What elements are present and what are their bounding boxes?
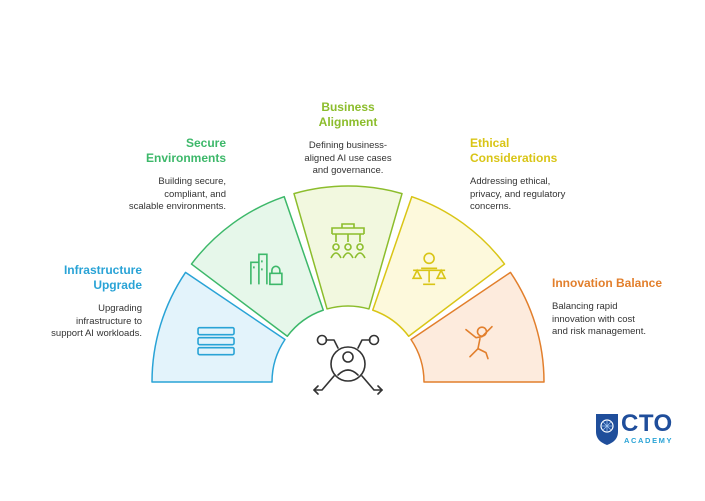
secure-title: Secure Environments <box>145 136 226 165</box>
business-description: Defining business- aligned AI use cases … <box>304 140 392 176</box>
brain-shield-icon <box>596 414 618 445</box>
innovation-label: Innovation Balance Balancing rapid innov… <box>552 276 682 339</box>
server-stack-icon <box>197 326 235 356</box>
scales-person-icon <box>411 252 447 286</box>
infrastructure-description: Upgrading infrastructure to support AI w… <box>51 303 142 339</box>
logo-subtext: ACADEMY <box>624 436 674 445</box>
innovation-segment <box>410 271 545 383</box>
logo-text: CTO <box>621 410 673 437</box>
ethical-title: Ethical Considerations <box>470 136 558 165</box>
ethical-segment <box>371 195 506 338</box>
infrastructure-label: Infrastructure Upgrade Upgrading infrast… <box>30 263 142 341</box>
innovation-description: Balancing rapid innovation with cost and… <box>552 301 646 337</box>
ethical-label: Ethical Considerations Addressing ethica… <box>470 136 596 214</box>
business-title: Business Alignment <box>318 100 378 129</box>
team-hierarchy-icon <box>330 223 366 259</box>
secure-buildings-icon <box>250 253 283 286</box>
balancing-person-icon <box>465 325 493 360</box>
secure-label: Secure Environments Building secure, com… <box>100 136 226 214</box>
business-segment <box>293 185 403 310</box>
infrastructure-title: Infrastructure Upgrade <box>63 263 142 292</box>
secure-description: Building secure, compliant, and scalable… <box>128 176 226 212</box>
secure-segment <box>190 195 325 338</box>
cto-academy-logo: CTO ACADEMY <box>594 410 694 448</box>
ethical-description: Addressing ethical, privacy, and regulat… <box>470 176 566 212</box>
innovation-title: Innovation Balance <box>552 276 663 290</box>
person-network-arrows-icon <box>313 334 383 395</box>
business-label: Business Alignment Defining business- al… <box>288 100 408 178</box>
